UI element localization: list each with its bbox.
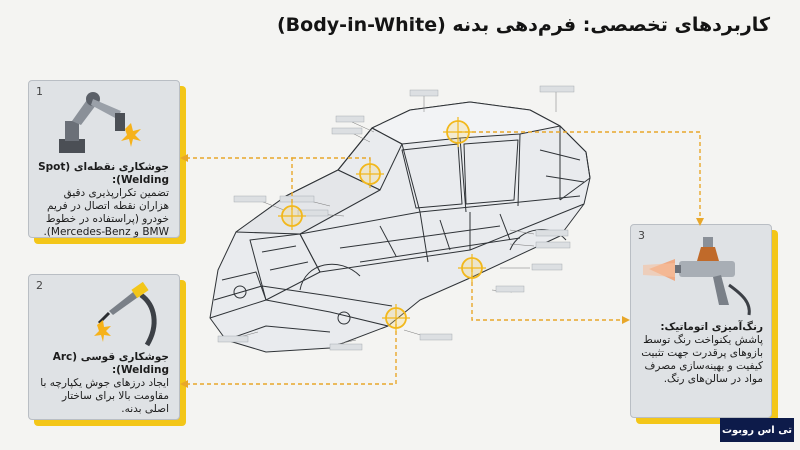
- card-heading: جوشکاری قوسی (Arc Welding):: [52, 351, 169, 376]
- card-number: 2: [36, 279, 43, 292]
- card-heading: جوشکاری نقطه‌ای (Spot Welding):: [38, 161, 169, 186]
- card-body: تضمین تکرارپذیری دقیق هزاران نقطه اتصال …: [43, 187, 169, 238]
- part-label-plates: [217, 85, 575, 351]
- page-title: کاربردهای تخصصی: فرم‌دهی بدنه (Body-in-W…: [276, 14, 770, 36]
- spray-gun-icon: [643, 237, 751, 316]
- card-arc-welding: 2 جوشکاری قوسی (Arc Welding): ایجاد درزه…: [28, 274, 180, 420]
- card-number: 3: [638, 229, 645, 242]
- car-frame: [209, 101, 591, 353]
- card-body: ایجاد درزهای جوش یکپارچه با مقاومت بالا …: [40, 377, 169, 415]
- arc-welding-torch-icon: [94, 281, 157, 347]
- card-auto-painting: 3 رنگ‌آمیزی اتوماتیک: پاشش یکنواخت رنگ ت…: [630, 224, 772, 418]
- card-heading: رنگ‌آمیزی اتوماتیک:: [660, 321, 763, 333]
- connector-arrowheads: [180, 154, 704, 388]
- card-number: 1: [36, 85, 43, 98]
- brand-badge: تی اس روبوت: [720, 418, 794, 442]
- card-spot-welding: 1 جوشکاری نقطه‌ای (Spot Welding): تضمین …: [28, 80, 180, 238]
- connector-lines: [186, 131, 701, 385]
- card-body: پاشش یکنواخت رنگ توسط بازوهای پرقدرت جهت…: [641, 334, 763, 385]
- spot-welding-robot-icon: [59, 92, 141, 153]
